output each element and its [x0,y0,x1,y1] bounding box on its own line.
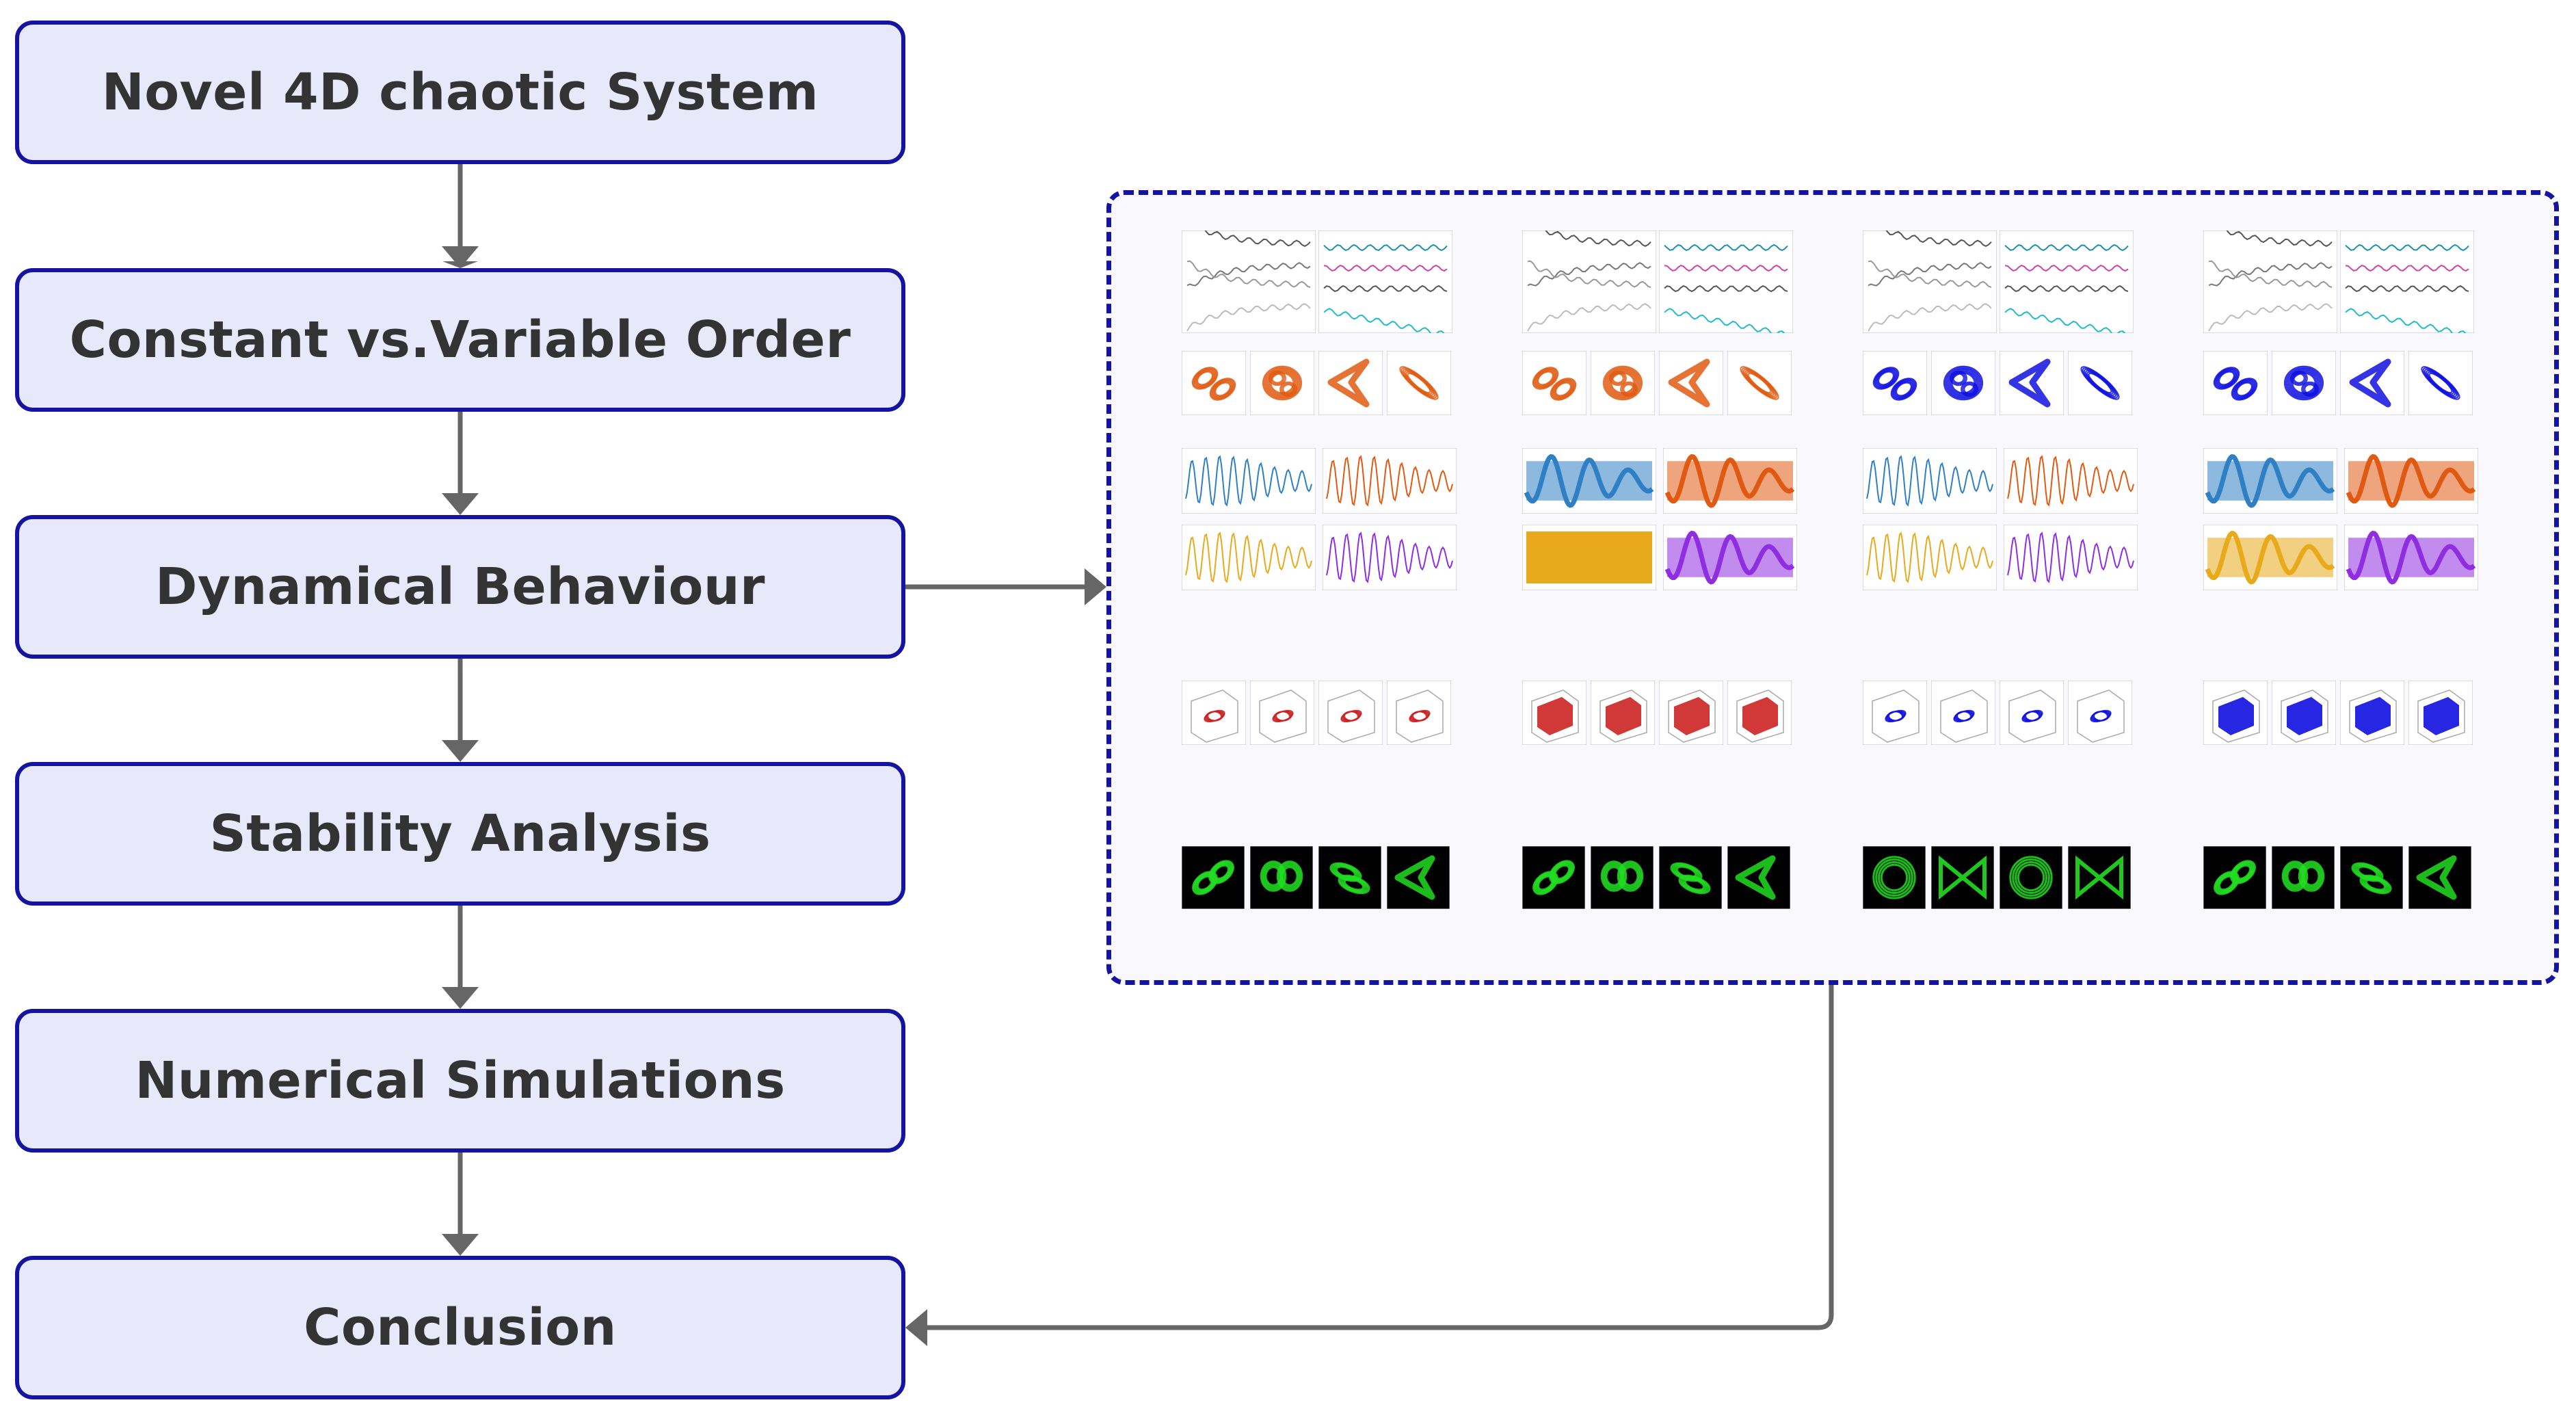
attractor-3d [2203,681,2268,745]
time-series-plot [2344,448,2478,514]
lyapunov-plot [2203,231,2337,333]
time-series-plot [2004,448,2138,514]
scope-capture [1591,846,1654,909]
scope-capture [2272,846,2335,909]
time-series-plot [1522,525,1656,590]
attractor-3d [1931,681,1995,745]
scope-capture [1250,846,1313,909]
scope-capture [2203,846,2266,909]
phase-portrait [1863,351,1927,415]
phase-portrait [1727,351,1792,415]
phase-portrait [2272,351,2336,415]
attractor-3d [1863,681,1927,745]
lyapunov-plot [2340,231,2474,333]
lyapunov-plot [1318,231,1452,333]
lyapunov-plot [1522,231,1656,333]
scope-capture [2408,846,2471,909]
scope-capture [2000,846,2062,909]
attractor-3d [1522,681,1586,745]
time-series-plot [2203,525,2337,590]
attractor-3d [2068,681,2132,745]
scope-capture [2068,846,2131,909]
phase-portrait [2408,351,2473,415]
phase-portrait [1318,351,1383,415]
time-series-plot [1182,448,1316,514]
scope-capture [2340,846,2403,909]
scope-capture [1387,846,1450,909]
time-series-plot [1323,525,1457,590]
attractor-3d [1387,681,1451,745]
phase-portrait [2203,351,2268,415]
time-series-plot [1663,525,1797,590]
attractor-3d [1659,681,1723,745]
scope-capture [1318,846,1381,909]
attractor-3d [2340,681,2404,745]
scope-capture [1931,846,1994,909]
scope-capture [1522,846,1585,909]
time-series-plot [1863,525,1997,590]
time-series-plot [2344,525,2478,590]
time-series-plot [1863,448,1997,514]
phase-portrait [1522,351,1586,415]
attractor-3d [2272,681,2336,745]
step-order-comparison: Constant vs.Variable Order [15,268,905,412]
scope-capture [1182,846,1245,909]
step-numerical-simulations: Numerical Simulations [15,1009,905,1153]
time-series-plot [2203,448,2337,514]
step-novel-system: Novel 4D chaotic System [15,21,905,164]
phase-portrait [1250,351,1314,415]
time-series-plot [1663,448,1797,514]
phase-portrait [1591,351,1655,415]
step-dynamical-behaviour: Dynamical Behaviour [15,515,905,659]
results-gallery [1106,190,2559,985]
scope-capture [1727,846,1790,909]
phase-portrait [1387,351,1451,415]
attractor-3d [1591,681,1655,745]
attractor-3d [2000,681,2064,745]
lyapunov-plot [1659,231,1793,333]
scope-capture [1863,846,1926,909]
phase-portrait [1182,351,1246,415]
phase-portrait [2000,351,2064,415]
phase-portrait [1659,351,1723,415]
attractor-3d [1318,681,1383,745]
time-series-plot [1323,448,1457,514]
attractor-3d [2408,681,2473,745]
attractor-3d [1250,681,1314,745]
lyapunov-plot [1182,231,1316,333]
time-series-plot [1182,525,1316,590]
scope-capture [1659,846,1722,909]
attractor-3d [1182,681,1246,745]
time-series-plot [2004,525,2138,590]
step-conclusion: Conclusion [15,1256,905,1399]
phase-portrait [2340,351,2404,415]
phase-portrait [2068,351,2132,415]
phase-portrait [1931,351,1995,415]
lyapunov-plot [1863,231,1997,333]
attractor-3d [1727,681,1792,745]
lyapunov-plot [2000,231,2134,333]
arrow-gallery-conclusion [912,985,1834,1330]
step-stability-analysis: Stability Analysis [15,762,905,906]
time-series-plot [1522,448,1656,514]
